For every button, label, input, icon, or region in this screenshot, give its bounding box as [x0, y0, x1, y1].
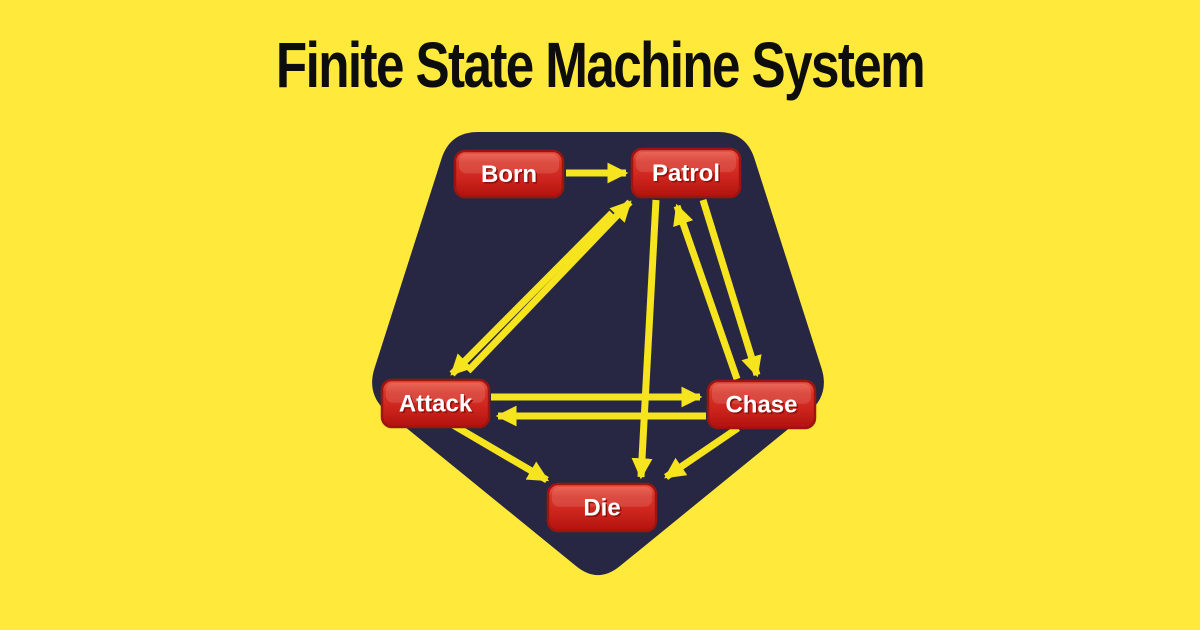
state-label-shadow-chase: Chase — [727, 393, 799, 420]
pentagon-background — [372, 132, 824, 576]
transition-patrol-attack — [449, 210, 615, 377]
page-title: Finite State Machine System — [275, 29, 926, 101]
state-box-die — [546, 482, 658, 533]
transition-patrol-chase — [699, 198, 762, 378]
state-label-chase: Chase — [725, 392, 797, 419]
state-box-gloss-patrol — [636, 152, 736, 173]
state-box-gloss-chase — [712, 384, 811, 404]
state-box-gloss-born — [459, 154, 559, 174]
state-label-attack: Attack — [399, 391, 473, 418]
state-box-gloss-die — [552, 487, 652, 507]
state-label-die: Die — [583, 495, 620, 522]
transition-attack-patrol — [465, 199, 633, 374]
state-label-patrol: Patrol — [652, 160, 720, 187]
state-label-shadow-born: Born — [483, 163, 539, 190]
state-box-patrol — [630, 147, 742, 199]
state-box-chase — [706, 379, 817, 430]
transition-arrows — [449, 162, 762, 484]
transition-attack-die — [451, 421, 550, 484]
state-box-born — [453, 149, 565, 199]
state-label-shadow-attack: Attack — [400, 392, 474, 419]
state-box-gloss-attack — [386, 383, 485, 403]
state-box-attack — [380, 378, 491, 429]
transition-chase-patrol — [673, 203, 741, 381]
state-label-born: Born — [481, 161, 537, 188]
state-label-shadow-die: Die — [585, 496, 622, 523]
transition-chase-die — [664, 425, 740, 480]
transition-patrol-die — [631, 199, 660, 480]
state-label-shadow-patrol: Patrol — [653, 162, 721, 189]
